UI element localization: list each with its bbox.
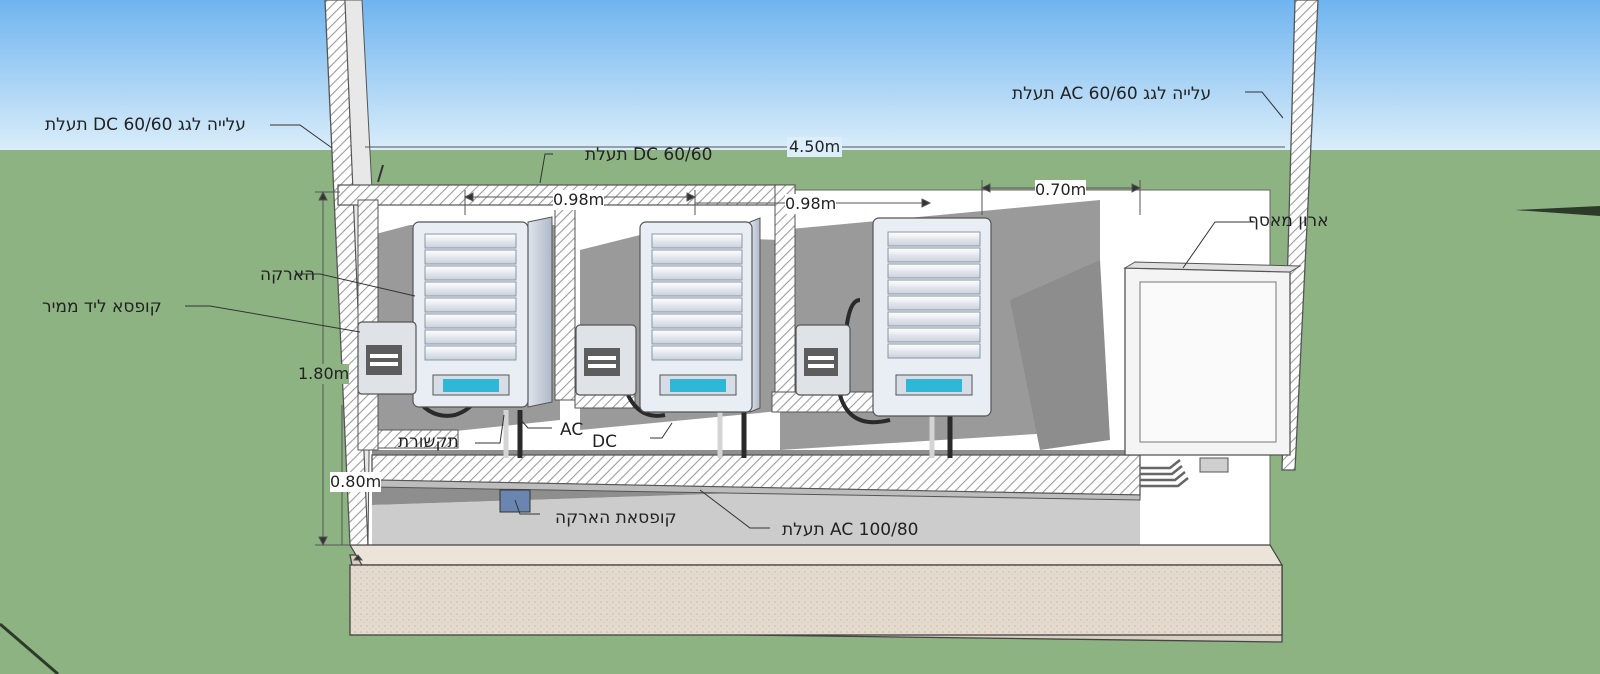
distant-shadow — [1515, 206, 1600, 216]
inverter-1-display — [443, 379, 499, 392]
tick-mark — [377, 164, 384, 183]
ground-box-label: קופסאת הארקה — [555, 508, 677, 528]
junction-box-1 — [357, 321, 417, 395]
inverter-2 — [639, 217, 761, 413]
dc-tray-right — [774, 184, 796, 411]
dc-cable-2 — [626, 394, 666, 418]
ac-tray-label: תעלת AC 100/80 — [782, 520, 919, 540]
ground-edge-line — [0, 622, 59, 674]
leader-lines — [185, 91, 1284, 529]
spacing-1-dimension: 0.98m — [553, 190, 605, 210]
inverter-1 — [412, 216, 553, 408]
spacing-3-dimension: 0.70m — [1035, 180, 1087, 200]
inverter-2-display — [670, 379, 726, 392]
junction-box-3 — [795, 324, 851, 396]
ac-label: AC — [560, 420, 584, 440]
grounding-label: הארקה — [260, 265, 316, 285]
inverter-3-display — [906, 379, 962, 392]
spacing-2-dimension: 0.98m — [785, 194, 837, 214]
dc-riser-label: תעלת DC עלייה לגג 60/60 — [45, 115, 246, 135]
cabinet-cable-bundle — [1140, 459, 1189, 488]
total-width-dimension: 4.50m — [787, 137, 843, 157]
ac-riser-label: תעלת AC עלייה לגג 60/60 — [1012, 84, 1212, 104]
led-box-label: קופסא ליד ממיר — [42, 297, 162, 317]
height-total-dimension: 1.80m — [298, 364, 350, 384]
inverter-3 — [872, 217, 992, 417]
sky — [0, 0, 1600, 152]
collector-cabinet-label: ארון מאסף — [1248, 211, 1329, 231]
inverter-1-slats — [424, 233, 517, 361]
dc-label: DC — [592, 432, 617, 452]
dc-tray-mid — [554, 199, 576, 401]
height-base-dimension: 0.80m — [330, 472, 382, 492]
junction-box-2 — [575, 324, 637, 396]
communication-label: תקשורת — [398, 432, 459, 452]
shadow-cabinet — [1010, 260, 1110, 450]
collector-cabinet — [1123, 261, 1302, 456]
dc-tray-label: תעלת DC 60/60 — [585, 145, 713, 165]
